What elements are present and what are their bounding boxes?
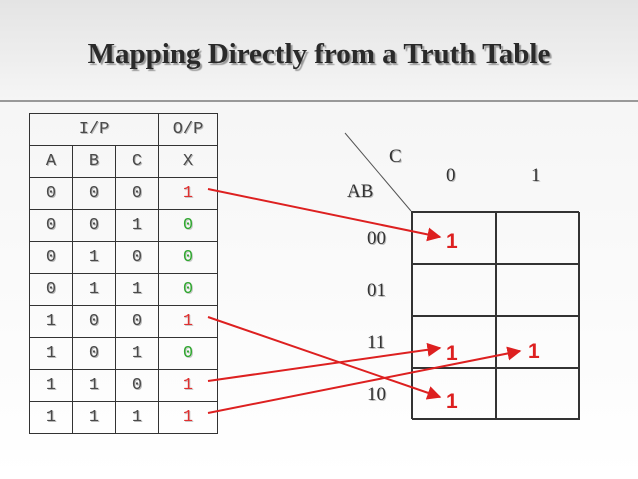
table-row: 0 0 0 1	[29, 177, 218, 210]
table-cell: 0	[115, 241, 159, 274]
table-cell: 1	[115, 209, 159, 242]
kmap-cell-01-1	[496, 264, 580, 316]
output-cell: 1	[158, 305, 218, 338]
table-cell: 0	[72, 177, 116, 210]
table-cell: 0	[115, 305, 159, 338]
column-header-x: X	[158, 145, 218, 178]
column-header-c: C	[115, 145, 159, 178]
kmap-cell-01-0	[412, 264, 496, 316]
table-row: 0 1 1 0	[29, 273, 218, 306]
table-cell: 0	[29, 209, 73, 242]
kmap-value-11-1: 1	[528, 340, 540, 363]
table-row: 1 1 1 1	[29, 401, 218, 434]
output-cell: 0	[158, 241, 218, 274]
kmap-value-11-0: 1	[446, 342, 458, 365]
kmap-cell-00-1	[496, 212, 580, 264]
arrow-row-110	[207, 342, 442, 382]
output-cell: 1	[158, 369, 218, 402]
kmap-value-10-0: 1	[446, 390, 458, 413]
slide-title: Mapping Directly from a Truth Table	[87, 38, 551, 70]
truth-table-group-header: I/P O/P	[29, 113, 218, 146]
kmap-col-label-0: 0	[446, 165, 456, 186]
kmap-value-00-0: 1	[446, 230, 458, 253]
column-header-b: B	[72, 145, 116, 178]
table-cell: 1	[115, 401, 159, 434]
table-cell: 0	[29, 273, 73, 306]
output-cell: 0	[158, 209, 218, 242]
table-cell: 1	[29, 369, 73, 402]
truth-table: I/P O/P A B C X 0 0 0 1 0 0 1 0 0 1 0 0 …	[29, 113, 218, 434]
truth-table-column-header: A B C X	[29, 145, 218, 178]
kmap-cell-10-1	[496, 368, 580, 420]
output-cell: 1	[158, 401, 218, 434]
table-cell: 0	[29, 241, 73, 274]
kmap-row-label-00: 00	[367, 228, 386, 249]
table-cell: 0	[115, 177, 159, 210]
table-row: 0 1 0 0	[29, 241, 218, 274]
kmap-grid	[411, 211, 580, 420]
table-row: 1 1 0 1	[29, 369, 218, 402]
kmap-cell-11-1	[496, 316, 580, 368]
table-cell: 1	[72, 273, 116, 306]
inputs-group-header: I/P	[29, 113, 159, 146]
table-cell: 0	[29, 177, 73, 210]
table-cell: 1	[29, 305, 73, 338]
column-header-a: A	[29, 145, 73, 178]
table-cell: 1	[29, 401, 73, 434]
output-cell: 0	[158, 273, 218, 306]
table-cell: 0	[72, 337, 116, 370]
table-cell: 1	[72, 369, 116, 402]
kmap-row-label-01: 01	[367, 280, 386, 301]
table-cell: 1	[72, 401, 116, 434]
table-row: 1 0 1 0	[29, 337, 218, 370]
table-cell: 0	[72, 305, 116, 338]
table-row: 1 0 0 1	[29, 305, 218, 338]
title-divider	[0, 100, 638, 102]
kmap-row-label-11: 11	[367, 332, 386, 353]
output-cell: 1	[158, 177, 218, 210]
table-cell: 0	[72, 209, 116, 242]
table-cell: 1	[72, 241, 116, 274]
kmap-row-variable: AB	[347, 181, 374, 202]
arrow-row-100	[207, 316, 442, 400]
kmap-cell-00-0	[412, 212, 496, 264]
output-cell: 0	[158, 337, 218, 370]
table-cell: 0	[115, 369, 159, 402]
kmap-col-label-1: 1	[531, 165, 541, 186]
table-row: 0 0 1 0	[29, 209, 218, 242]
table-cell: 1	[29, 337, 73, 370]
kmap-row-label-10: 10	[367, 384, 386, 405]
table-cell: 1	[115, 337, 159, 370]
table-cell: 1	[115, 273, 159, 306]
arrow-row-000	[207, 188, 442, 242]
kmap-col-variable: C	[389, 146, 402, 167]
outputs-group-header: O/P	[158, 113, 218, 146]
